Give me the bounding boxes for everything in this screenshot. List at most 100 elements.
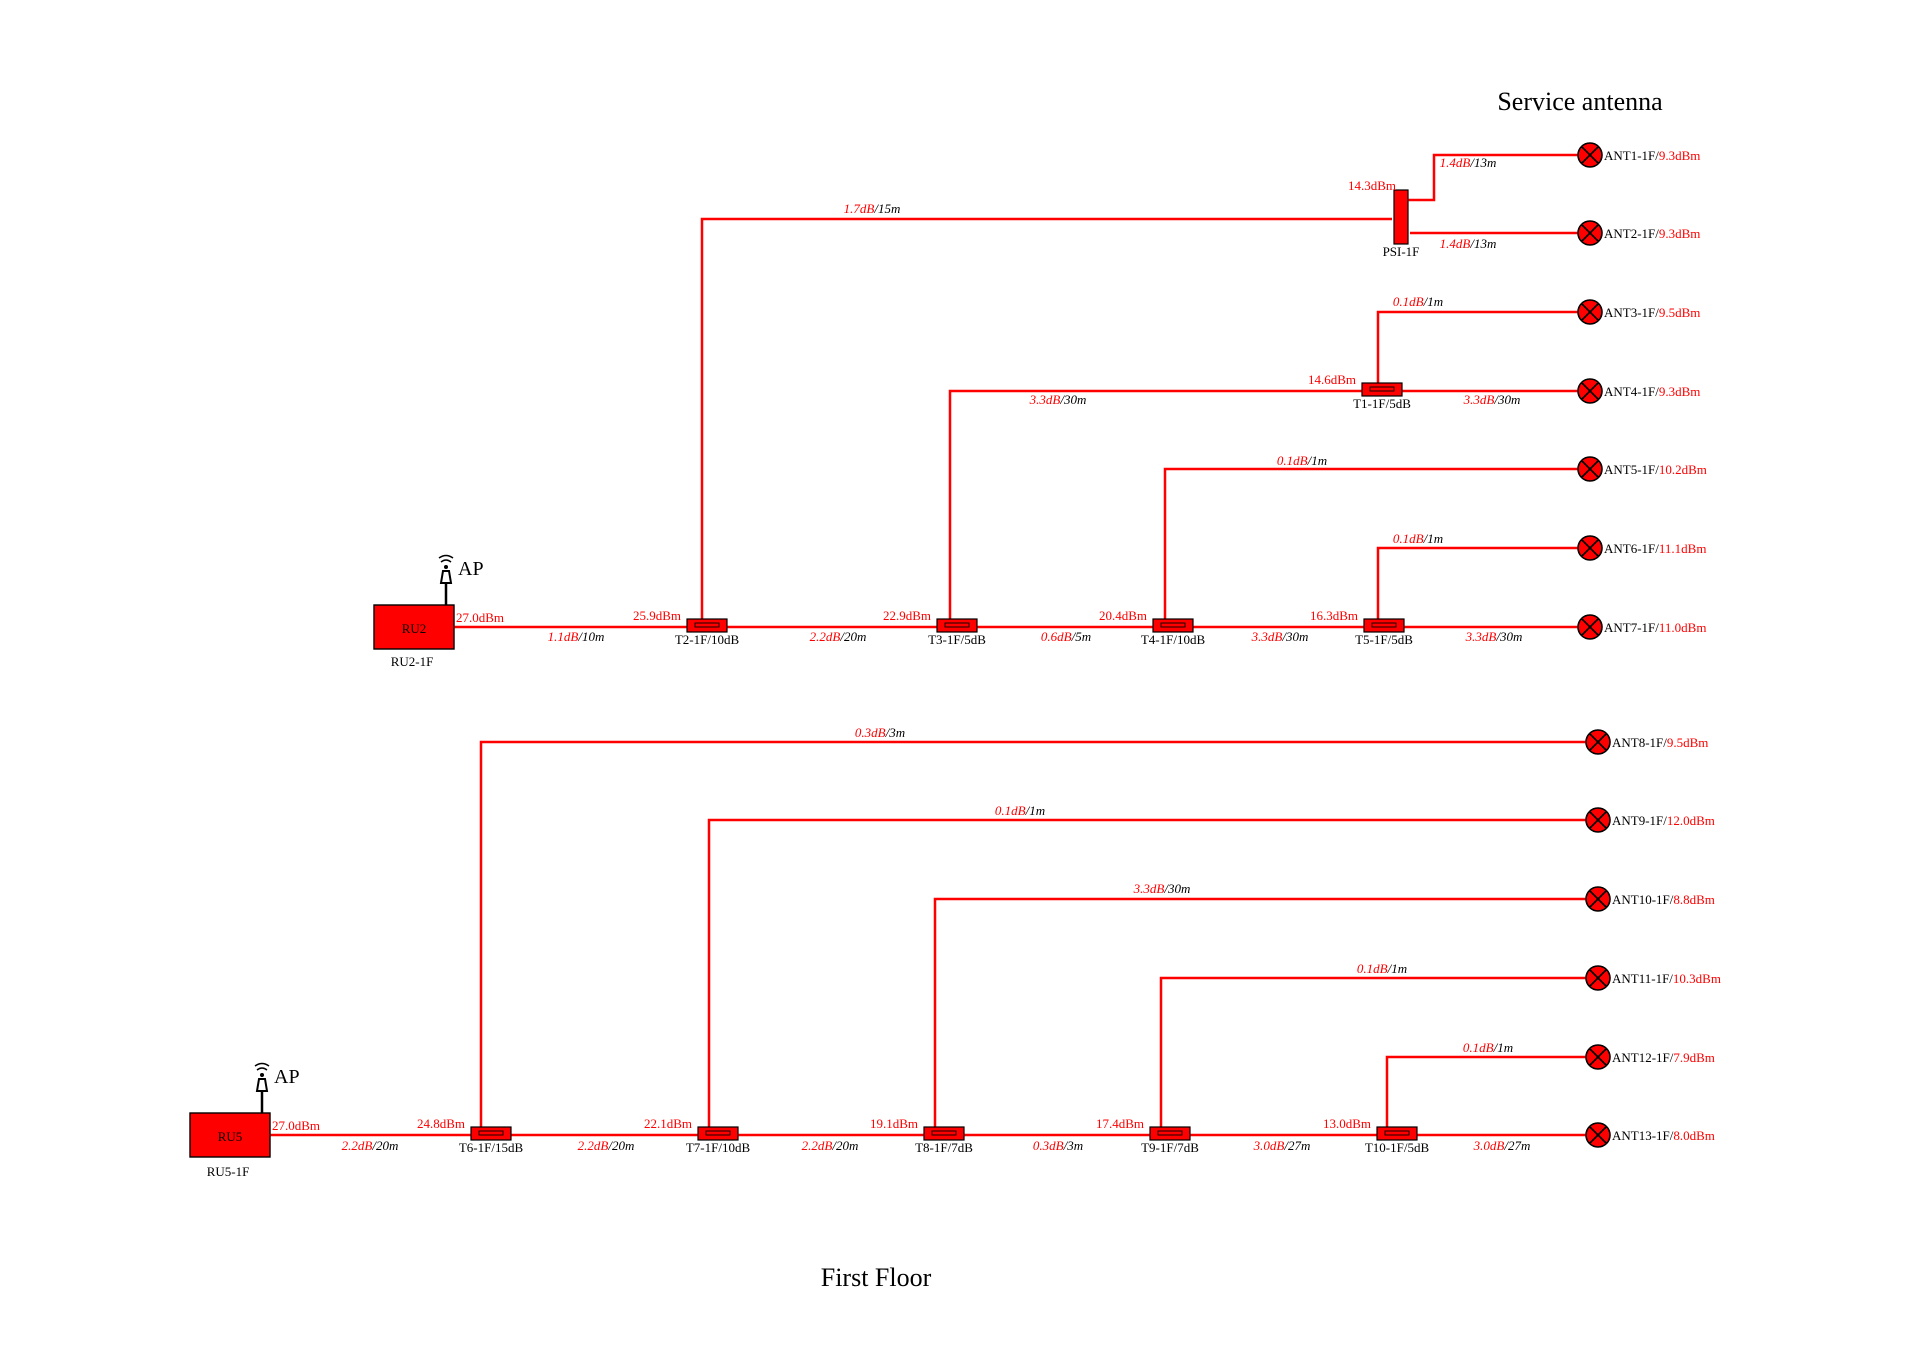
splitter-label: PSI-1F	[1383, 244, 1420, 259]
cable-length: /30m	[1281, 629, 1308, 644]
ant8-feed-line	[479, 740, 1598, 1128]
cable-label: 1.7dB/15m	[844, 201, 901, 216]
antenna-name: ANT13-1F/	[1612, 1128, 1674, 1143]
ant6-feed-line	[1376, 546, 1590, 620]
ru5-label: RU5-1F	[207, 1164, 250, 1179]
antenna-1[interactable]: ANT1-1F/9.3dBm	[1577, 142, 1700, 168]
antenna-9[interactable]: ANT9-1F/12.0dBm	[1585, 807, 1715, 833]
antenna-6[interactable]: ANT6-1F/11.1dBm	[1577, 535, 1706, 561]
antenna-power: 9.5dBm	[1667, 735, 1709, 750]
antenna-x-circle-icon	[1585, 729, 1611, 755]
ant9-feed-line	[707, 818, 1598, 1128]
antenna-name: ANT7-1F/	[1604, 620, 1659, 635]
antenna-x-circle-icon	[1577, 142, 1603, 168]
antenna-7[interactable]: ANT7-1F/11.0dBm	[1577, 614, 1706, 640]
cable-label: 0.1dB/1m	[1277, 453, 1327, 468]
antenna-label: ANT12-1F/7.9dBm	[1612, 1050, 1715, 1065]
power-splitter-psi[interactable]: 14.3dBm PSI-1F	[1348, 178, 1419, 259]
cable-length: /30m	[1059, 392, 1086, 407]
antenna-power: 7.9dBm	[1673, 1050, 1715, 1065]
cable-label: 3.0dB/27m	[1253, 1138, 1311, 1153]
antenna-13[interactable]: ANT13-1F/8.0dBm	[1585, 1122, 1715, 1148]
coupler-power: 25.9dBm	[633, 608, 681, 623]
ru5-name: RU5	[218, 1129, 243, 1144]
antenna-label: ANT8-1F/9.5dBm	[1612, 735, 1708, 750]
coupler-power: 24.8dBm	[417, 1116, 465, 1131]
source-ru5[interactable]: AP RU5 RU5-1F 27.0dBm	[189, 1062, 320, 1180]
tapper-icon	[686, 618, 728, 633]
antenna-power: 8.0dBm	[1673, 1128, 1715, 1143]
antenna-name: ANT4-1F/	[1604, 384, 1659, 399]
cable-length: /20m	[839, 629, 866, 644]
antenna-label: ANT5-1F/10.2dBm	[1604, 462, 1707, 477]
antenna-label: ANT2-1F/9.3dBm	[1604, 226, 1700, 241]
cable-loss: 0.1dB	[995, 803, 1026, 818]
antenna-label: ANT4-1F/9.3dBm	[1604, 384, 1700, 399]
ant3-feed-line	[1376, 310, 1590, 385]
cable-label: 3.3dB/30m	[1133, 881, 1191, 896]
tapper-icon	[1363, 618, 1405, 633]
ru2-wiring	[452, 153, 1590, 629]
cable-length: /10m	[577, 629, 604, 644]
coupler-power: 20.4dBm	[1099, 608, 1147, 623]
tapper-icon	[1149, 1126, 1191, 1141]
antenna-label: ANT1-1F/9.3dBm	[1604, 148, 1700, 163]
antenna-2[interactable]: ANT2-1F/9.3dBm	[1577, 220, 1700, 246]
antenna-x-circle-icon	[1585, 807, 1611, 833]
cable-loss: 3.3dB	[1251, 629, 1283, 644]
cable-length: /1m	[1025, 803, 1046, 818]
antenna-name: ANT2-1F/	[1604, 226, 1659, 241]
cable-length: /27m	[1503, 1138, 1530, 1153]
antenna-3[interactable]: ANT3-1F/9.5dBm	[1577, 299, 1700, 325]
cable-label: 0.1dB/1m	[1393, 531, 1443, 546]
antenna-x-circle-icon	[1577, 220, 1603, 246]
antenna-label: ANT3-1F/9.5dBm	[1604, 305, 1700, 320]
cable-label: 2.2dB/20m	[802, 1138, 859, 1153]
cable-length: /1m	[1307, 453, 1328, 468]
antenna-power: 10.3dBm	[1673, 971, 1721, 986]
cable-length: /27m	[1283, 1138, 1310, 1153]
antenna-label: ANT9-1F/12.0dBm	[1612, 813, 1715, 828]
cable-label: 3.3dB/30m	[1029, 392, 1087, 407]
antenna-12[interactable]: ANT12-1F/7.9dBm	[1585, 1044, 1715, 1070]
antenna-10[interactable]: ANT10-1F/8.8dBm	[1585, 886, 1715, 912]
cable-length: /1m	[1387, 961, 1408, 976]
coupler-label: T10-1F/5dB	[1365, 1140, 1430, 1155]
tapper-icon	[1376, 1126, 1418, 1141]
cable-label: 0.1dB/1m	[1357, 961, 1407, 976]
cable-label: 0.1dB/1m	[1393, 294, 1443, 309]
coupler-power: 22.9dBm	[883, 608, 931, 623]
tapper-icon	[936, 618, 978, 633]
antenna-x-circle-icon	[1577, 299, 1603, 325]
ant12-feed-line	[1385, 1055, 1598, 1128]
antenna-name: ANT5-1F/	[1604, 462, 1659, 477]
ru5-box	[189, 1112, 271, 1158]
coupler-power: 17.4dBm	[1096, 1116, 1144, 1131]
tapper-icon	[1361, 382, 1403, 397]
antenna-11[interactable]: ANT11-1F/10.3dBm	[1585, 965, 1721, 991]
antenna-5[interactable]: ANT5-1F/10.2dBm	[1577, 456, 1707, 482]
splitter-power: 14.3dBm	[1348, 178, 1396, 193]
antenna-4[interactable]: ANT4-1F/9.3dBm	[1577, 378, 1700, 404]
ant1-feed-line	[1400, 153, 1590, 202]
coupler-label: T8-1F/7dB	[915, 1140, 973, 1155]
antenna-8[interactable]: ANT8-1F/9.5dBm	[1585, 729, 1708, 755]
ant5-feed-line	[1163, 467, 1590, 620]
ru2-box	[373, 604, 455, 650]
power-splitter-icon	[1393, 189, 1409, 245]
cable-length: /5m	[1071, 629, 1092, 644]
source-ru2[interactable]: AP RU2 RU2-1F 27.0dBm	[373, 554, 504, 670]
diagram-title: Service antenna	[1497, 87, 1663, 116]
